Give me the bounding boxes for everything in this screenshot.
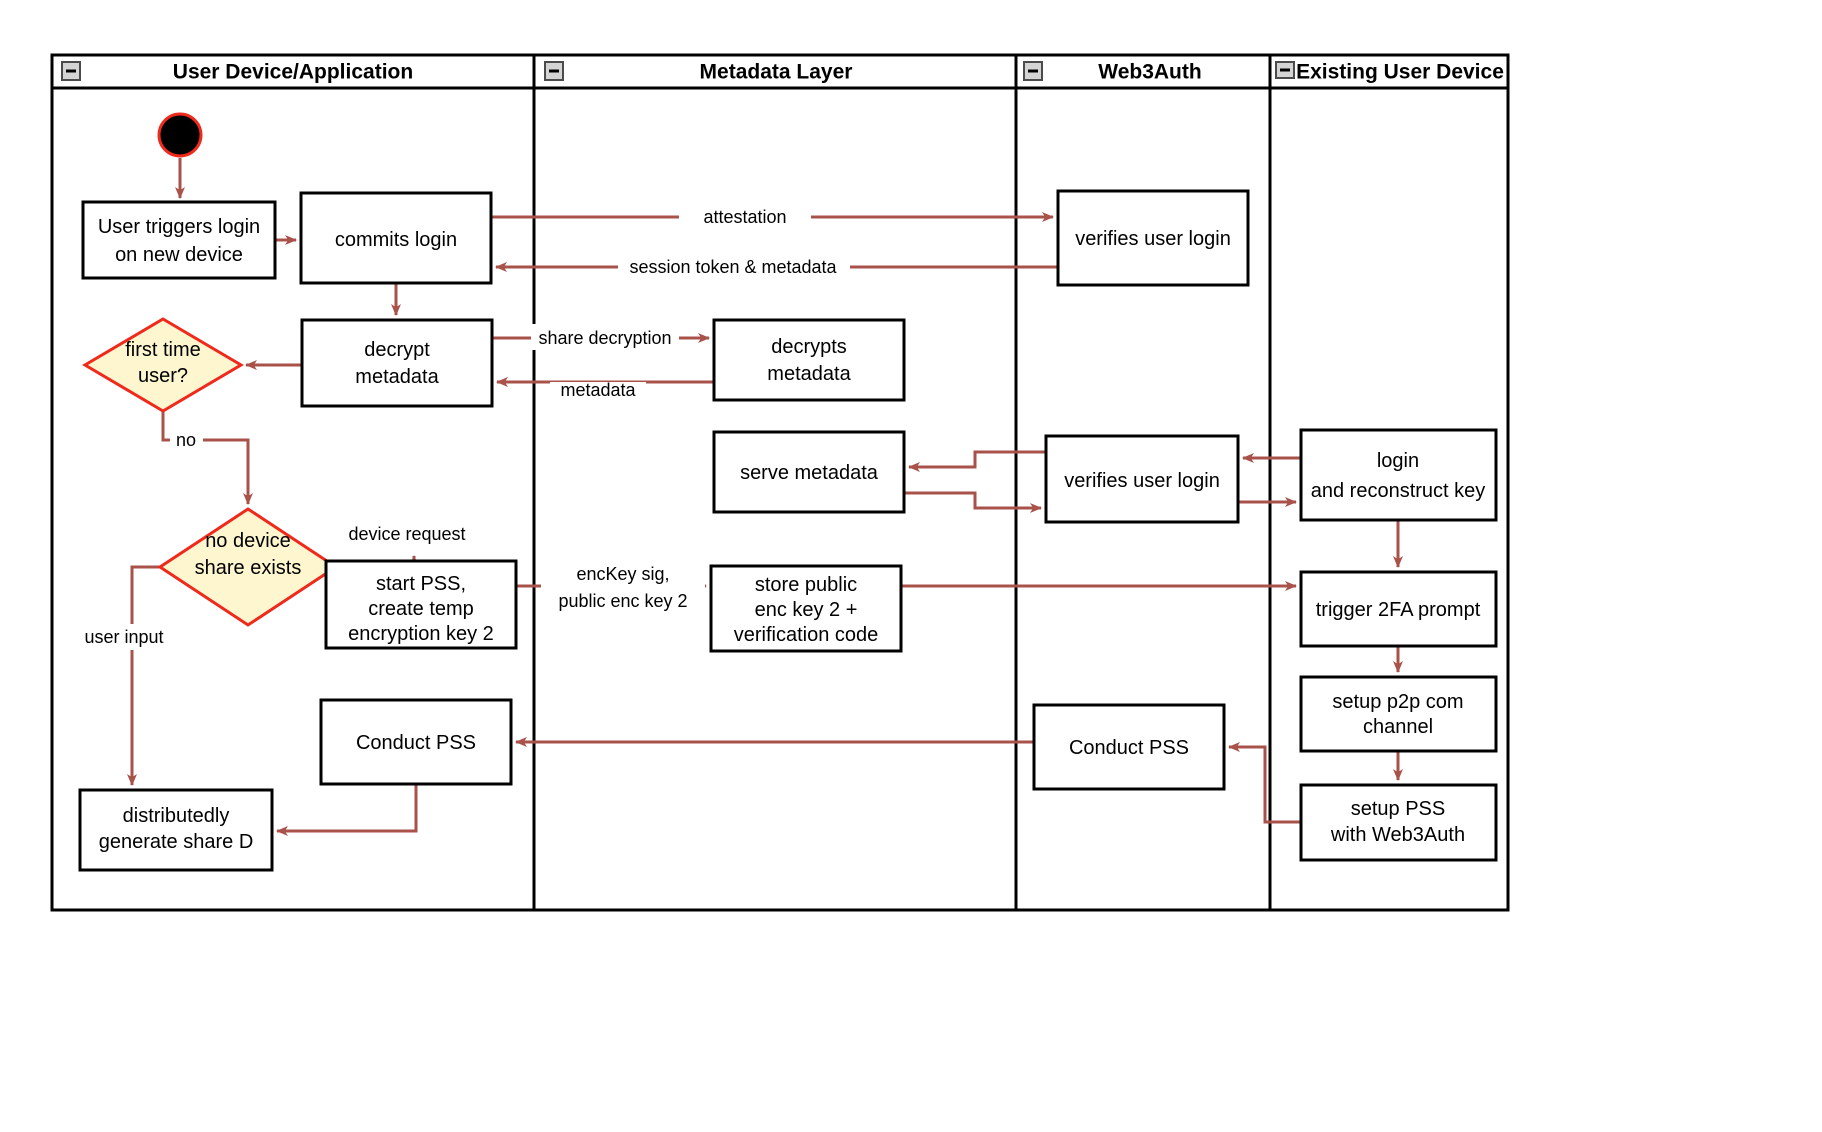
node-label: enc key 2 +	[755, 599, 858, 621]
node-label: store public	[755, 574, 857, 596]
edge-label-text: encKey sig,	[576, 564, 669, 584]
edge-label-no: no	[170, 428, 203, 452]
node-commits-login[interactable]: commits login	[299, 191, 493, 285]
node-label: setup p2p com	[1332, 691, 1463, 713]
node-label: no device	[205, 0, 291, 5]
lane-title-metadata: Metadata Layer	[700, 61, 853, 84]
edge-label-text: no	[176, 430, 196, 450]
lane-header-metadata[interactable]: Metadata Layer	[544, 61, 853, 84]
edge-label-text: attestation	[703, 207, 786, 227]
node-label: with Web3Auth	[1330, 824, 1465, 846]
node-label: Conduct PSS	[1069, 737, 1189, 759]
decision-shape	[157, 507, 339, 627]
node-label: verifies user login	[1064, 470, 1220, 492]
decision-shape	[82, 317, 244, 413]
node-label: distributedly	[123, 805, 230, 827]
edge-conduct-pss-to-generate-share-d	[276, 784, 418, 836]
node-setup-p2p-channel[interactable]: setup p2p com channel	[1299, 675, 1498, 753]
edge-no-device-share-user-input	[127, 565, 160, 786]
node-label: setup PSS	[1351, 798, 1446, 820]
node-label: serve metadata	[740, 462, 879, 484]
edge-label-device-request: device request	[339, 521, 475, 547]
node-no-device-share-exists[interactable]: no device no device share exists	[157, 0, 339, 627]
node-label: channel	[1363, 716, 1433, 738]
node-decrypt-metadata[interactable]: decrypt metadata	[300, 318, 494, 408]
node-conduct-pss-user[interactable]: Conduct PSS	[319, 698, 513, 786]
node-label: share exists	[195, 557, 302, 579]
node-first-time-user[interactable]: first time user?	[82, 317, 244, 413]
edge-first-time-user-no	[161, 411, 253, 505]
node-serve-metadata[interactable]: serve metadata	[712, 430, 906, 514]
edge-serve-metadata-to-verifies	[904, 491, 1042, 513]
lane-title-web3auth: Web3Auth	[1098, 61, 1201, 84]
edge-label-enckey-sig: encKey sig, public enc key 2	[541, 563, 705, 615]
diagram-frame	[50, 53, 1510, 912]
lane-header-existing-device[interactable]: Existing User Device	[1275, 61, 1504, 84]
edge-label-text: device request	[348, 524, 465, 544]
node-label: create temp	[368, 598, 474, 620]
edge-label-text: session token & metadata	[629, 257, 837, 277]
node-label: decrypts	[771, 336, 847, 358]
edge-label-text: public enc key 2	[558, 591, 687, 611]
node-label: user?	[138, 365, 188, 387]
node-label: start PSS,	[376, 573, 466, 595]
node-login-reconstruct-key[interactable]: login and reconstruct key	[1299, 428, 1498, 522]
edge-setup-pss-to-conduct-pss-web3auth	[1228, 742, 1301, 824]
lane-title-existing-device: Existing User Device	[1296, 61, 1504, 84]
node-verifies-user-login-mid[interactable]: verifies user login	[1044, 434, 1240, 524]
node-label: first time	[125, 339, 201, 361]
node-distributedly-generate-share-d[interactable]: distributedly generate share D	[78, 788, 274, 872]
lane-title-user-device: User Device/Application	[173, 61, 413, 84]
edge-label-metadata: metadata	[550, 380, 646, 408]
node-label: login	[1377, 450, 1419, 472]
node-label: commits login	[335, 229, 457, 251]
node-conduct-pss-web3auth[interactable]: Conduct PSS	[1032, 703, 1226, 791]
start-node	[157, 112, 203, 158]
lane-header-web3auth[interactable]: Web3Auth	[1023, 61, 1202, 84]
node-label: decrypt	[364, 339, 430, 361]
node-label: verification code	[734, 624, 879, 646]
node-label: generate share D	[99, 831, 254, 853]
node-label: Conduct PSS	[356, 732, 476, 754]
lane-header-user-device[interactable]: User Device/Application	[61, 61, 413, 84]
edge-label-session-token-metadata: session token & metadata	[618, 253, 850, 279]
edge-label-user-input: user input	[76, 624, 176, 650]
node-store-public-enc-key[interactable]: store public enc key 2 + verification co…	[709, 564, 903, 653]
edge-label-attestation: attestation	[679, 203, 811, 229]
edge-label-text: share decryption	[538, 328, 671, 348]
node-label: trigger 2FA prompt	[1316, 599, 1481, 621]
edge-verifies-to-serve-metadata	[908, 450, 1046, 472]
node-decrypts-metadata[interactable]: decrypts metadata	[712, 318, 906, 402]
node-trigger-2fa-prompt[interactable]: trigger 2FA prompt	[1299, 570, 1498, 648]
node-label: metadata	[355, 366, 439, 388]
node-label: and reconstruct key	[1311, 480, 1486, 502]
node-label: User triggers login	[98, 216, 260, 238]
node-label: metadata	[767, 363, 851, 385]
node-label: encryption key 2	[348, 623, 494, 645]
edge-label-text: metadata	[560, 380, 636, 400]
start-node-circle	[157, 112, 203, 158]
node-label: verifies user login	[1075, 228, 1231, 250]
node-label: on new device	[115, 244, 243, 266]
node-user-triggers-login[interactable]: User triggers login on new device	[81, 200, 277, 280]
node-label: no device	[205, 530, 291, 552]
node-verifies-user-login-top[interactable]: verifies user login	[1056, 189, 1250, 287]
node-start-pss-create-temp-key[interactable]: start PSS, create temp encryption key 2	[324, 559, 518, 650]
node-setup-pss-with-web3auth[interactable]: setup PSS with Web3Auth	[1299, 783, 1498, 862]
edge-label-text: user input	[84, 627, 163, 647]
edge-label-share-decryption: share decryption	[531, 324, 679, 350]
